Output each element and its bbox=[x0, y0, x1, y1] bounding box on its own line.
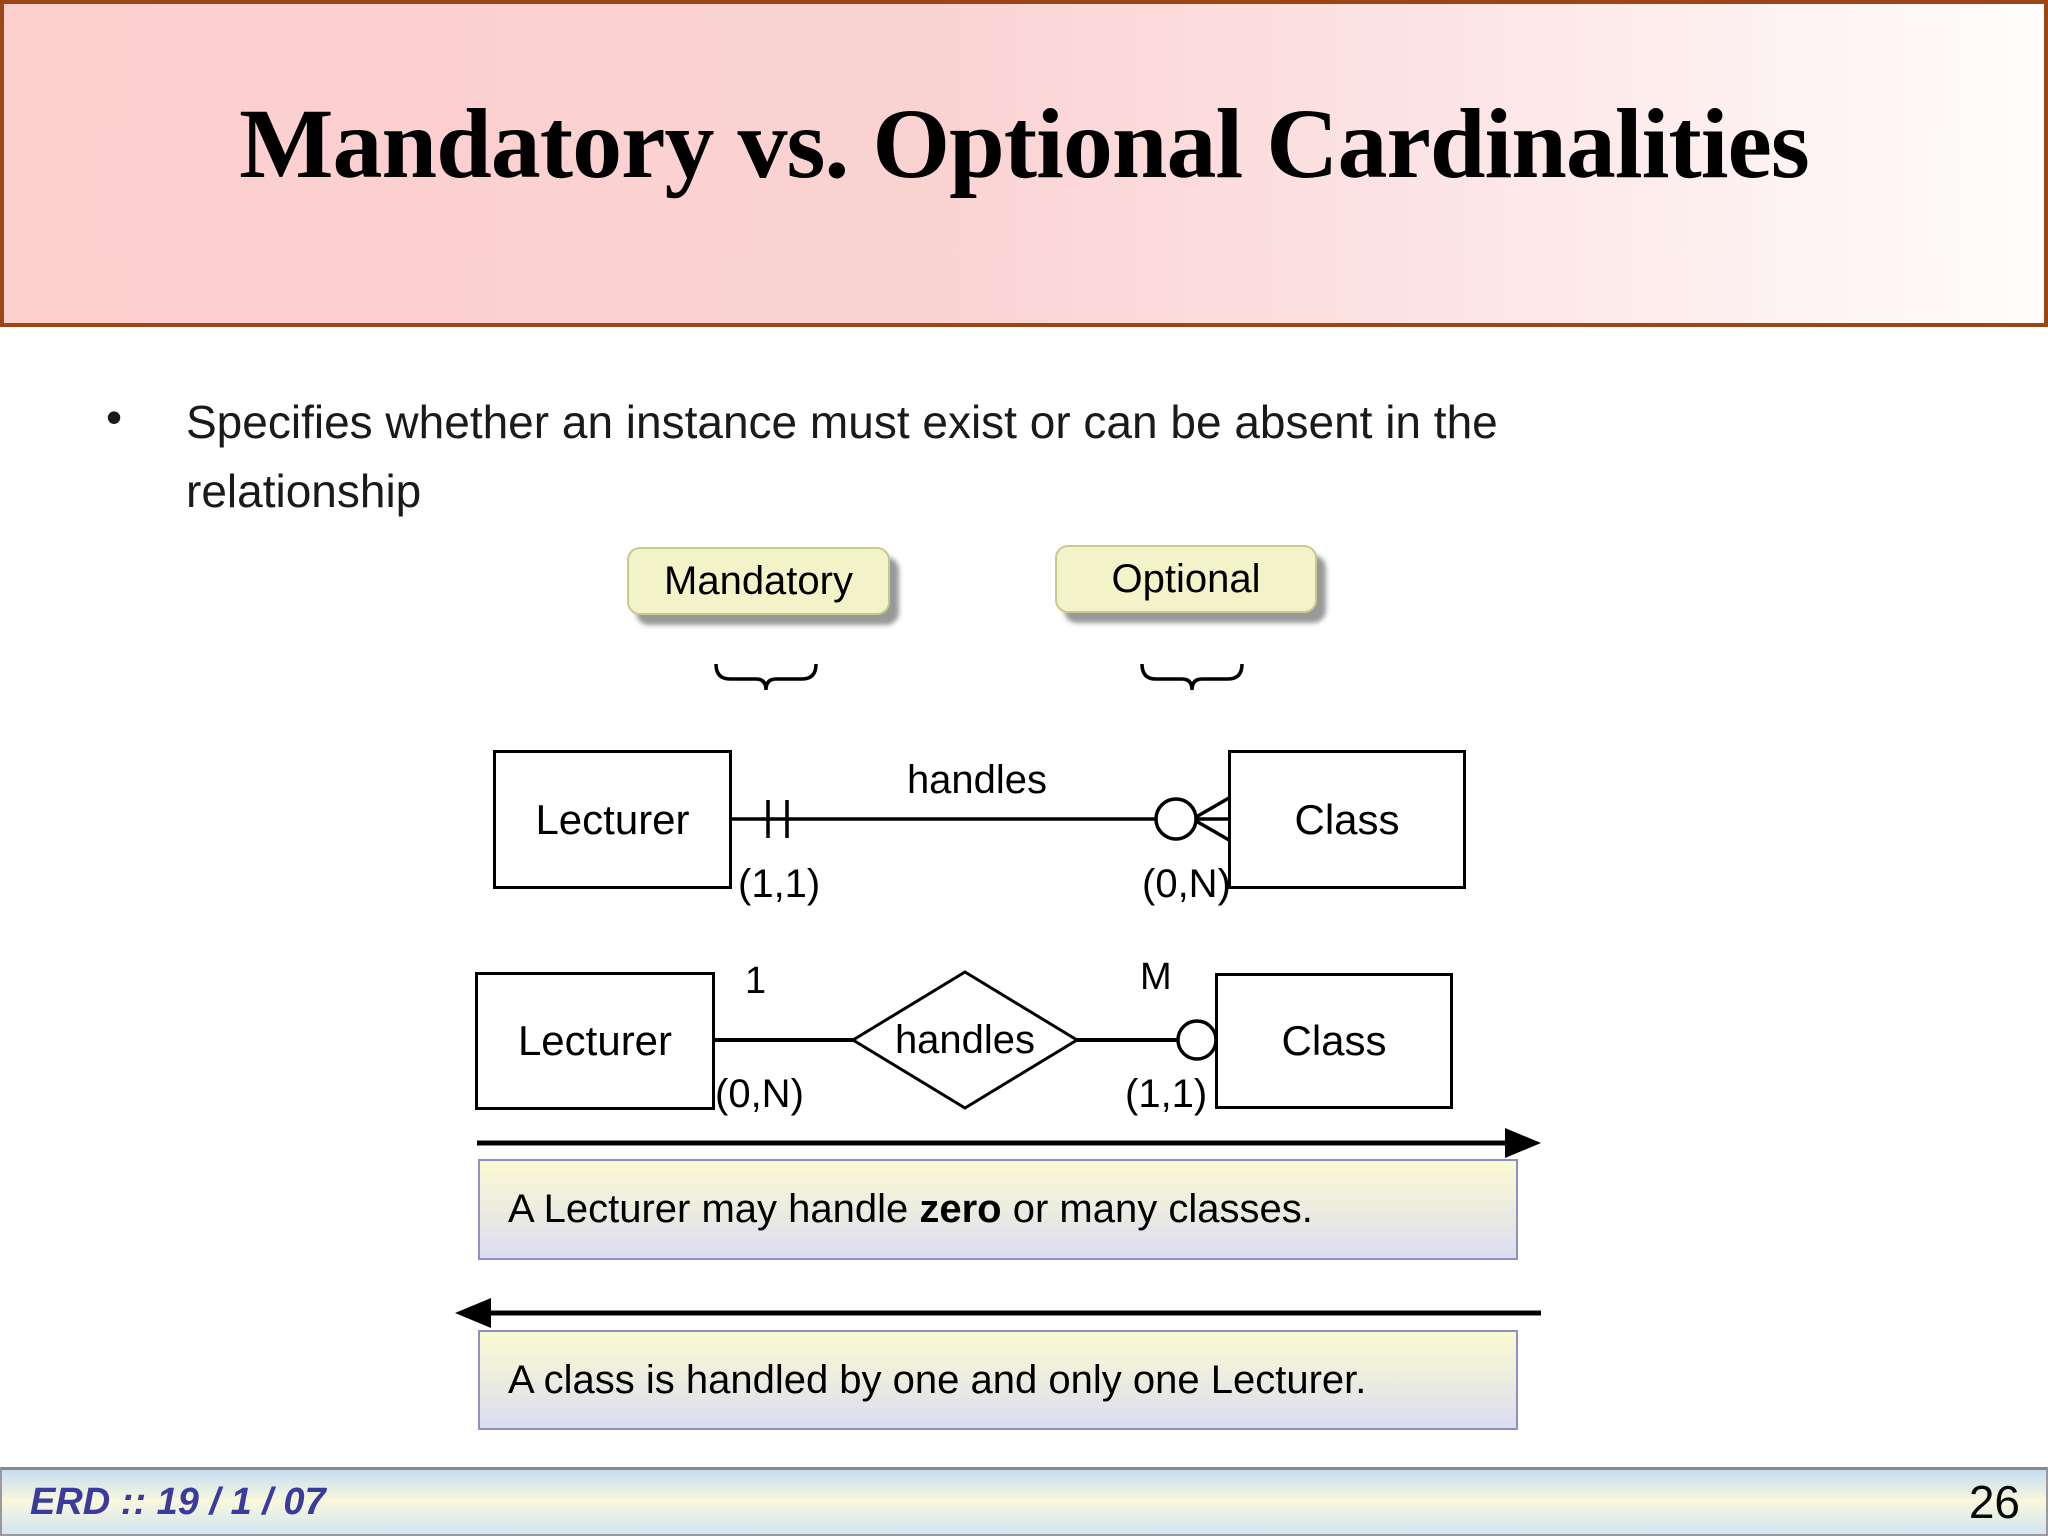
forward-caption-pre: A Lecturer may handle bbox=[508, 1187, 920, 1231]
forward-caption-bold: zero bbox=[919, 1187, 1002, 1231]
optional-chip: Optional bbox=[1055, 545, 1317, 613]
d1-right-cardinality: (0,N) bbox=[1142, 862, 1231, 906]
d1-class-label: Class bbox=[1294, 795, 1400, 843]
bullet-marker: • bbox=[106, 391, 123, 443]
bullet-text: Specifies whether an instance must exist… bbox=[186, 388, 1866, 526]
d2-lecturer-entity: Lecturer bbox=[475, 972, 715, 1110]
mandatory-chip: Mandatory bbox=[627, 547, 890, 615]
d2-lecturer-label: Lecturer bbox=[517, 1017, 673, 1064]
bullet-line-1: Specifies whether an instance must exist… bbox=[186, 396, 1498, 448]
backward-caption-text: A class is handled by one and only one L… bbox=[508, 1357, 1367, 1402]
d2-optional-circle-icon bbox=[1176, 1019, 1218, 1061]
footer-bar: ERD :: 19 / 1 / 07 26 bbox=[0, 1467, 2048, 1536]
d2-relationship-label: handles bbox=[894, 1018, 1036, 1062]
d1-crow-foot-icon bbox=[1195, 796, 1230, 819]
underbrace-optional-icon bbox=[1140, 663, 1244, 691]
header-banner: Mandatory vs. Optional Cardinalities bbox=[0, 0, 2048, 327]
forward-caption-post: or many classes. bbox=[1001, 1187, 1313, 1231]
d1-lecturer-label: Lecturer bbox=[535, 795, 690, 843]
forward-arrowhead-icon bbox=[1505, 1128, 1541, 1158]
d1-relationship-label: handles bbox=[906, 758, 1048, 802]
backward-caption-box: A class is handled by one and only one L… bbox=[478, 1330, 1518, 1430]
d1-lecturer-entity: Lecturer bbox=[493, 750, 732, 889]
optional-chip-label: Optional bbox=[1111, 556, 1261, 601]
page-number: 26 bbox=[1968, 1476, 2020, 1528]
underbrace-mandatory-icon bbox=[714, 663, 818, 691]
footer-course-date: ERD :: 19 / 1 / 07 bbox=[30, 1480, 326, 1523]
d2-left-cardinality: (0,N) bbox=[715, 1072, 804, 1116]
d2-class-label: Class bbox=[1281, 1017, 1387, 1064]
backward-arrowhead-icon bbox=[455, 1298, 491, 1328]
d2-left-degree-label: 1 bbox=[745, 960, 767, 1002]
d2-class-entity: Class bbox=[1215, 973, 1453, 1109]
d1-class-entity: Class bbox=[1228, 750, 1466, 889]
d2-right-degree-label: M bbox=[1140, 956, 1172, 998]
d1-left-cardinality: (1,1) bbox=[738, 862, 821, 906]
d1-optional-circle-icon bbox=[1154, 797, 1198, 841]
d2-right-cardinality: (1,1) bbox=[1125, 1072, 1208, 1116]
d1-crow-foot-icon bbox=[1195, 819, 1230, 842]
mandatory-chip-label: Mandatory bbox=[664, 558, 853, 603]
page-title: Mandatory vs. Optional Cardinalities bbox=[239, 88, 1810, 199]
bullet-line-2: relationship bbox=[186, 465, 422, 517]
forward-caption-box: A Lecturer may handle zero or many class… bbox=[478, 1159, 1518, 1260]
